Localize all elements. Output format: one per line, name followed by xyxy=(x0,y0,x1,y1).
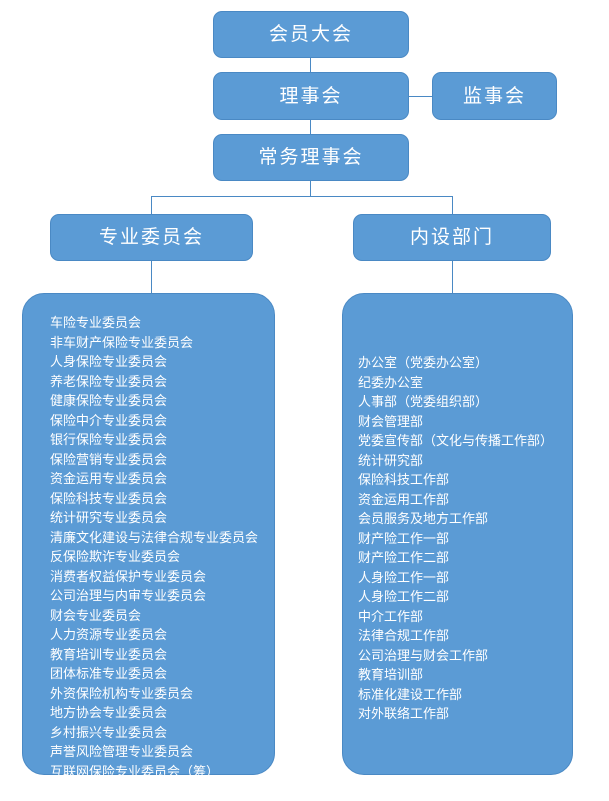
list-item: 财会管理部 xyxy=(358,414,424,430)
node-standing-council-label: 常务理事会 xyxy=(258,146,364,168)
list-item: 互联网保险专业委员会（筹） xyxy=(50,764,220,780)
list-item: 标准化建设工作部 xyxy=(358,687,463,703)
connector-departments-to-panel xyxy=(452,261,453,293)
node-council-label: 理事会 xyxy=(279,84,343,107)
list-item: 银行保险专业委员会 xyxy=(50,433,168,448)
node-committees-header-label: 专业委员会 xyxy=(98,226,204,248)
list-item: 财会专业委员会 xyxy=(50,608,142,624)
list-item: 公司治理与内审专业委员会 xyxy=(50,589,207,604)
list-item: 保险科技工作部 xyxy=(358,473,450,488)
list-item: 纪委办公室 xyxy=(358,375,424,391)
list-item: 公司治理与财会工作部 xyxy=(358,648,489,664)
list-item: 地方协会专业委员会 xyxy=(50,706,168,721)
node-supervisory-label: 监事会 xyxy=(462,84,526,107)
list-item: 教育培训专业委员会 xyxy=(50,647,168,663)
node-assembly[interactable]: 会员大会 xyxy=(213,11,409,58)
list-item: 教育培训部 xyxy=(358,668,424,683)
node-council[interactable]: 理事会 xyxy=(213,72,409,120)
list-item: 人力资源专业委员会 xyxy=(50,628,168,643)
list-item: 办公室（党委办公室） xyxy=(358,356,489,371)
committees-panel xyxy=(22,293,275,775)
list-item: 保险中介专业委员会 xyxy=(50,413,168,429)
list-item: 对外联络工作部 xyxy=(358,707,450,722)
connector-committees-to-panel xyxy=(151,261,152,293)
list-item: 乡村振兴专业委员会 xyxy=(50,725,168,741)
list-item: 养老保险专业委员会 xyxy=(50,374,168,390)
list-item: 外资保险机构专业委员会 xyxy=(50,686,194,702)
connector-council-to-standing xyxy=(310,120,311,134)
connector-assembly-to-council xyxy=(310,58,311,72)
departments-panel xyxy=(342,293,573,775)
list-item: 统计研究部 xyxy=(358,453,424,469)
list-item: 消费者权益保护专业委员会 xyxy=(50,569,207,585)
departments-list: 办公室（党委办公室） 纪委办公室人事部（党委组织部） 财会管理部党委宣传部（文化与传… xyxy=(358,354,573,725)
list-item: 法律合规工作部 xyxy=(358,629,450,644)
node-standing-council[interactable]: 常务理事会 xyxy=(213,134,409,181)
list-item: 团体标准专业委员会 xyxy=(50,667,168,682)
connector-branch-to-committees xyxy=(151,196,152,214)
list-item: 会员服务及地方工作部 xyxy=(358,512,489,527)
list-item: 健康保险专业委员会 xyxy=(50,394,168,409)
list-item: 车险专业委员会 xyxy=(50,316,142,331)
list-item: 人事部（党委组织部） xyxy=(358,395,489,410)
list-item: 非车财产保险专业委员会 xyxy=(50,335,194,351)
connector-standing-stem xyxy=(310,181,311,196)
node-departments-header[interactable]: 内设部门 xyxy=(353,214,551,261)
list-item: 党委宣传部（文化与传播工作部） xyxy=(358,434,554,449)
node-committees-header[interactable]: 专业委员会 xyxy=(50,214,253,261)
list-item: 统计研究专业委员会 xyxy=(50,511,168,526)
connector-council-to-supervisory xyxy=(409,96,432,97)
list-item: 人身险工作一部 xyxy=(358,570,450,586)
list-item: 反保险欺诈专业委员会 xyxy=(50,550,181,565)
list-item: 清廉文化建设与法律合规专业委员会 xyxy=(50,530,259,546)
list-item: 财产险工作二部 xyxy=(358,551,450,566)
node-assembly-label: 会员大会 xyxy=(268,23,353,45)
node-supervisory[interactable]: 监事会 xyxy=(432,72,557,120)
connector-branch-bar xyxy=(151,196,452,197)
list-item: 保险科技专业委员会 xyxy=(50,491,168,507)
list-item: 保险营销专业委员会 xyxy=(50,452,168,468)
list-item: 中介工作部 xyxy=(358,609,424,625)
list-item: 声誉风险管理专业委员会 xyxy=(50,745,194,760)
committees-list: 车险专业委员会非车财产保险专业委员会人身保险专业委员会养老保险专业委员会健康保险… xyxy=(50,314,280,782)
list-item: 资金运用工作部 xyxy=(358,492,450,508)
list-item: 人身保险专业委员会 xyxy=(50,355,168,370)
list-item: 财产险工作一部 xyxy=(358,531,450,547)
list-item: 人身险工作二部 xyxy=(358,590,450,605)
node-departments-header-label: 内设部门 xyxy=(409,226,494,248)
list-item: 资金运用专业委员会 xyxy=(50,472,168,487)
connector-branch-to-departments xyxy=(452,196,453,214)
